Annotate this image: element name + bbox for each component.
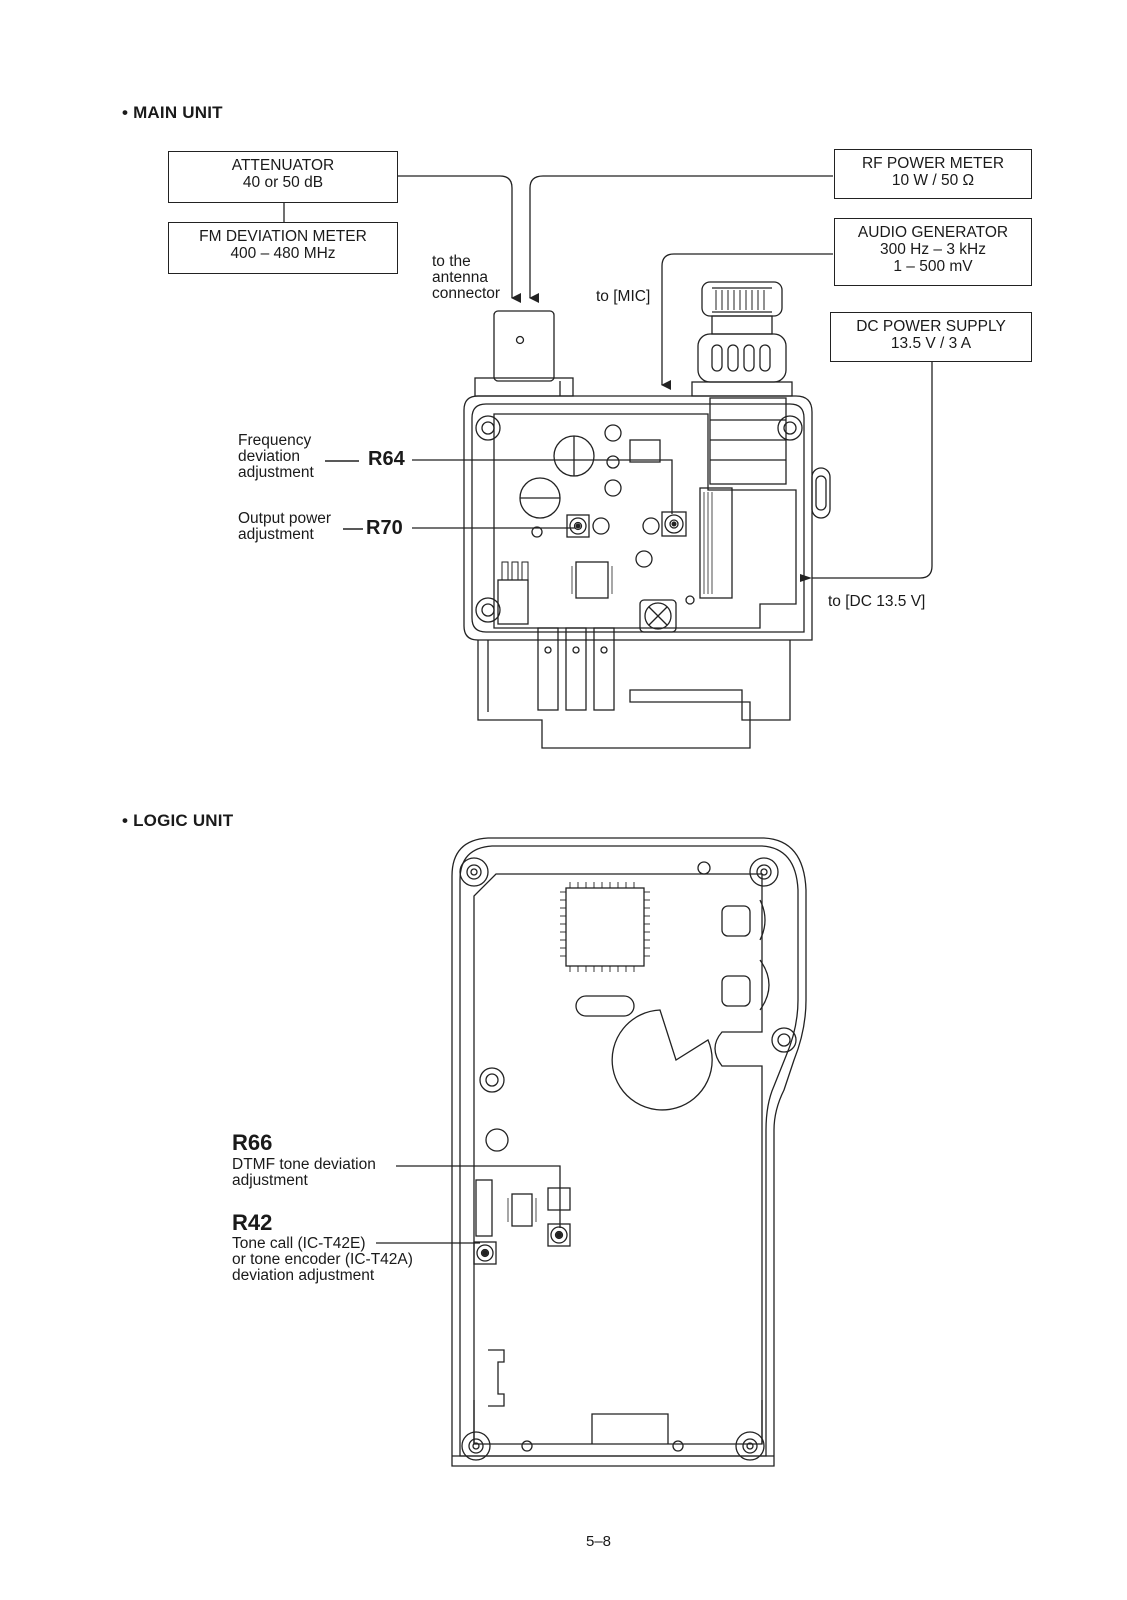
audio-gen-to-mic-line xyxy=(661,253,833,390)
dc-power-supply-name: DC POWER SUPPLY xyxy=(856,318,1006,335)
audio-generator-freq: 300 Hz – 3 kHz xyxy=(880,241,986,258)
attenuator-spec: 40 or 50 dB xyxy=(242,174,324,191)
main-unit-drawing xyxy=(463,281,831,749)
fm-deviation-meter-name: FM DEVIATION METER xyxy=(199,228,367,245)
fm-deviation-meter-box: FM DEVIATION METER 400 – 480 MHz xyxy=(168,222,398,274)
r70-dash xyxy=(343,528,363,530)
r64-dash xyxy=(325,460,359,462)
logic-unit-drawing xyxy=(451,837,807,1467)
r66-label: R66 xyxy=(232,1130,273,1155)
rf-power-meter-spec: 10 W / 50 Ω xyxy=(891,172,975,189)
dc-power-supply-spec: 13.5 V / 3 A xyxy=(890,335,972,352)
antenna-connector-label: to the antenna connector xyxy=(432,253,501,302)
r70-label: R70 xyxy=(366,517,403,539)
r64-label: R64 xyxy=(368,448,405,470)
audio-generator-name: AUDIO GENERATOR xyxy=(857,224,1009,241)
rf-power-meter-name: RF POWER METER xyxy=(861,155,1005,172)
main-unit-title: • MAIN UNIT xyxy=(122,103,223,122)
r42-description: Tone call (IC-T42E) or tone encoder (IC-… xyxy=(232,1235,413,1284)
audio-generator-box: AUDIO GENERATOR 300 Hz – 3 kHz 1 – 500 m… xyxy=(834,218,1032,286)
logic-unit-title: • LOGIC UNIT xyxy=(122,811,234,830)
r64-leader xyxy=(412,459,673,514)
rf-power-meter-box: RF POWER METER 10 W / 50 Ω xyxy=(834,149,1032,199)
r42-label: R42 xyxy=(232,1210,273,1235)
frequency-deviation-label: Frequency deviation adjustment xyxy=(238,432,314,481)
rf-meter-to-antenna-line xyxy=(529,175,833,303)
dc-power-supply-box: DC POWER SUPPLY 13.5 V / 3 A xyxy=(830,312,1032,362)
attenuator-box: ATTENUATOR 40 or 50 dB xyxy=(168,151,398,203)
output-power-label: Output power adjustment xyxy=(238,510,332,543)
attenuator-name: ATTENUATOR xyxy=(231,157,335,174)
dc-supply-to-dc-jack-line xyxy=(800,362,933,582)
page-number: 5–8 xyxy=(586,1533,612,1550)
audio-generator-level: 1 – 500 mV xyxy=(893,258,973,275)
fm-deviation-meter-spec: 400 – 480 MHz xyxy=(230,245,336,262)
mic-label: to [MIC] xyxy=(596,288,651,305)
dc-jack-label: to [DC 13.5 V] xyxy=(828,593,926,610)
attenuator-to-antenna-line xyxy=(397,175,521,303)
r66-description: DTMF tone deviation adjustment xyxy=(232,1156,376,1189)
r66-leader xyxy=(396,1165,561,1228)
